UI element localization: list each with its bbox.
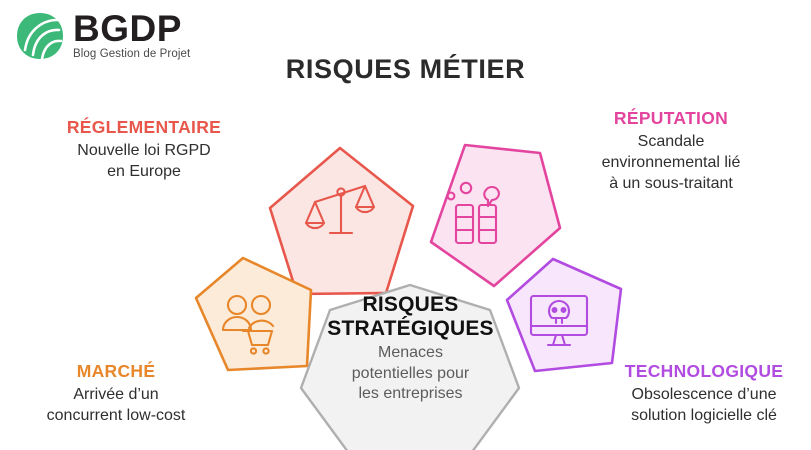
- risk-label-title-technologique: TECHNOLOGIQUE: [624, 361, 784, 381]
- risk-shape-reputation[interactable]: [429, 143, 562, 288]
- risk-shape-technologique[interactable]: [505, 257, 623, 373]
- risk-label-marche: MARCHÉ Arrivée d’un concurrent low-cost: [2, 361, 230, 426]
- risk-label-reputation: RÉPUTATION Scandale environnemental lié …: [543, 108, 799, 194]
- desc-line-3: à un sous-traitant: [609, 175, 733, 193]
- risk-label-technologique: TECHNOLOGIQUE Obsolescence d’une solutio…: [597, 361, 811, 426]
- desc-line-1: Nouvelle loi RGPD: [77, 141, 211, 159]
- logo-tagline: Blog Gestion de Projet: [73, 48, 191, 61]
- desc-line-2: en Europe: [107, 162, 181, 180]
- center-subtitle: Menaces potentielles pour les entreprise…: [318, 343, 503, 404]
- center-title-line-1: RISQUES: [362, 293, 459, 316]
- logo-name: BGDP: [73, 8, 182, 50]
- center-subtitle-line-1: Menaces: [378, 344, 443, 362]
- customers-shopping-cart-icon: [221, 294, 275, 355]
- desc-line-1: Obsolescence d’une: [631, 385, 777, 403]
- desc-line-1: Arrivée d’un: [73, 385, 159, 403]
- green-leaf-icon: [14, 10, 66, 62]
- center-title: RISQUES STRATÉGIQUES: [318, 293, 503, 340]
- center-subtitle-line-3: les entreprises: [358, 384, 463, 402]
- factory-smokestack-icon: [446, 181, 500, 245]
- risk-label-desc-technologique: Obsolescence d’une solution logicielle c…: [597, 384, 811, 426]
- center-shape-risques-strategiques[interactable]: [299, 283, 521, 450]
- desc-line-2: solution logicielle clé: [631, 406, 777, 424]
- desc-line-2: concurrent low-cost: [46, 406, 186, 424]
- center-subtitle-line-2: potentielles pour: [351, 364, 470, 382]
- desc-line-2: environnemental lié: [601, 153, 741, 171]
- risk-label-reglementaire: RÉGLEMENTAIRE Nouvelle loi RGPD en Europ…: [18, 117, 270, 182]
- risk-label-desc-reputation: Scandale environnemental lié à un sous-t…: [543, 131, 799, 194]
- center-label: RISQUES STRATÉGIQUES Menaces potentielle…: [318, 293, 503, 404]
- risk-shape-marche[interactable]: [194, 256, 313, 372]
- risk-label-desc-marche: Arrivée d’un concurrent low-cost: [2, 384, 230, 426]
- risk-label-title-reglementaire: RÉGLEMENTAIRE: [66, 117, 222, 137]
- balance-scales-icon: [304, 184, 376, 235]
- logo-text-block: BGDP Blog Gestion de Projet: [73, 8, 191, 61]
- desc-line-1: Scandale: [637, 132, 705, 150]
- monitor-skull-icon: [529, 294, 589, 347]
- page-title: RISQUES MÉTIER: [285, 54, 526, 84]
- site-logo: BGDP Blog Gestion de Projet: [14, 8, 214, 64]
- center-title-line-2: STRATÉGIQUES: [327, 316, 494, 340]
- risk-label-title-reputation: RÉPUTATION: [613, 108, 729, 128]
- risk-label-desc-reglementaire: Nouvelle loi RGPD en Europe: [18, 140, 270, 182]
- risk-label-title-marche: MARCHÉ: [76, 361, 156, 381]
- risk-shape-reglementaire[interactable]: [268, 146, 415, 296]
